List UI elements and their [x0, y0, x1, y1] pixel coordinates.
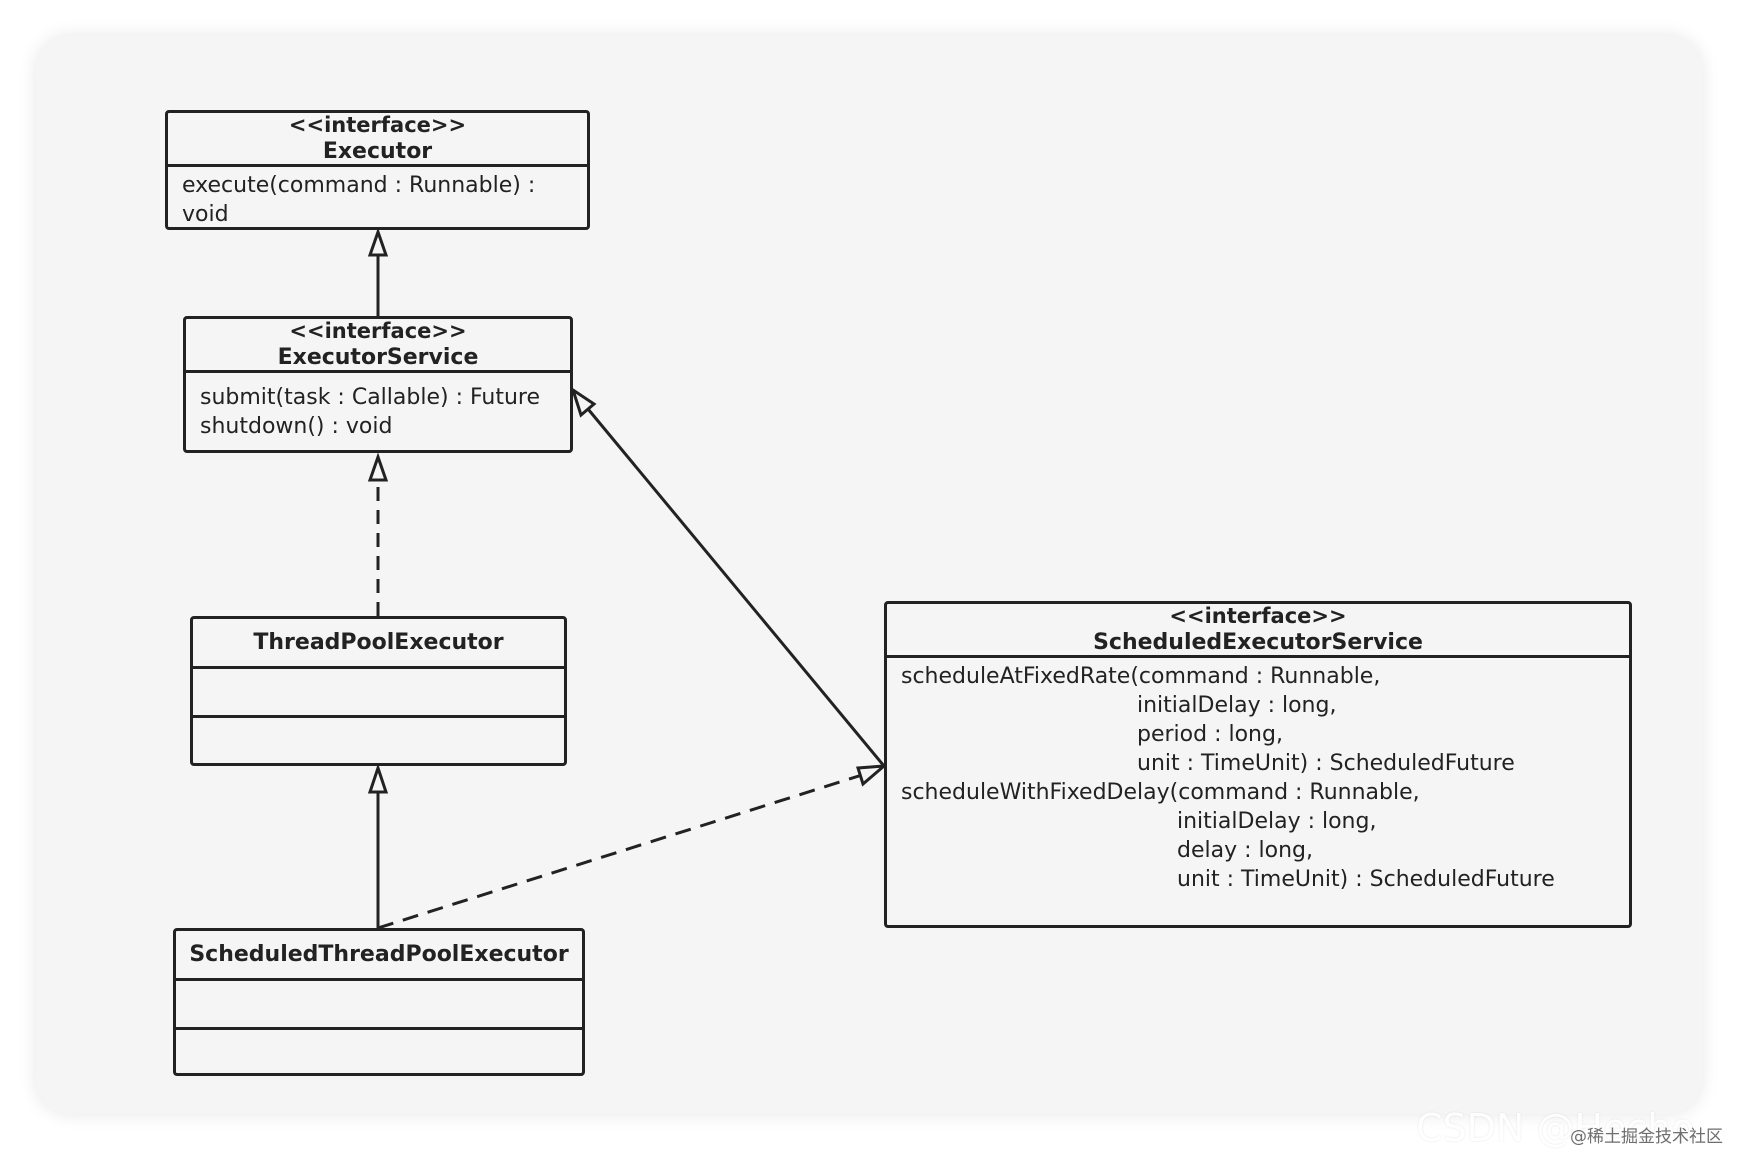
inheritance-arrowhead: [570, 386, 597, 418]
method-param-line: unit : TimeUnit) : ScheduledFuture: [1177, 867, 1555, 892]
class-name: ExecutorService: [277, 344, 479, 370]
class-name: Executor: [322, 138, 433, 164]
methods-compartment: [193, 718, 564, 763]
class-header: <<interface>> ExecutorService: [186, 319, 570, 373]
inheritance-arrowhead: [367, 227, 389, 257]
class-thread-pool-executor[interactable]: ThreadPoolExecutor: [190, 616, 567, 766]
method-line: scheduleAtFixedRate(command : Runnable,: [901, 664, 1381, 689]
method-line: execute(command : Runnable) :: [182, 173, 536, 198]
method-list: execute(command : Runnable) : void: [168, 167, 587, 233]
watermark-csdn: CSDN @Hecho: [1416, 1106, 1695, 1150]
method-line: submit(task : Callable) : Future: [200, 385, 541, 410]
class-header: ScheduledThreadPoolExecutor: [176, 931, 582, 981]
stereotype-label: <<interface>>: [288, 112, 467, 137]
methods-compartment: [176, 1030, 582, 1073]
class-header: <<interface>> ScheduledExecutorService: [887, 604, 1629, 658]
method-line: shutdown() : void: [200, 414, 393, 439]
method-list: submit(task : Callable) : Future shutdow…: [186, 373, 570, 445]
edge-scheduledthreadpoolexecutor-to-scheduledexecutorservice: [377, 773, 863, 930]
method-param-line: initialDelay : long,: [1177, 809, 1377, 834]
class-executor[interactable]: <<interface>> Executor execute(command :…: [165, 110, 590, 230]
attributes-compartment: [193, 669, 564, 718]
inheritance-arrowhead: [856, 764, 889, 787]
inheritance-arrowhead: [367, 763, 389, 794]
class-header: ThreadPoolExecutor: [193, 619, 564, 669]
class-header: <<interface>> Executor: [168, 113, 587, 167]
edge-scheduledexecutorservice-to-executorservice: [586, 408, 886, 767]
class-name: ScheduledThreadPoolExecutor: [189, 941, 569, 967]
class-name: ThreadPoolExecutor: [253, 629, 504, 655]
class-executor-service[interactable]: <<interface>> ExecutorService submit(tas…: [183, 316, 573, 453]
class-name: ScheduledExecutorService: [1093, 629, 1423, 655]
stereotype-label: <<interface>>: [289, 318, 467, 343]
class-scheduled-thread-pool-executor[interactable]: ScheduledThreadPoolExecutor: [173, 928, 585, 1076]
inheritance-arrowhead: [367, 452, 389, 482]
method-line: void: [182, 202, 229, 227]
attributes-compartment: [176, 981, 582, 1030]
method-param-line: initialDelay : long,: [1137, 693, 1337, 718]
class-scheduled-executor-service[interactable]: <<interface>> ScheduledExecutorService s…: [884, 601, 1632, 928]
method-list: scheduleAtFixedRate(command : Runnable, …: [887, 658, 1629, 898]
method-param-line: unit : TimeUnit) : ScheduledFuture: [1137, 751, 1515, 776]
method-param-line: period : long,: [1137, 722, 1283, 747]
method-line: scheduleWithFixedDelay(command : Runnabl…: [901, 780, 1420, 805]
stereotype-label: <<interface>>: [1169, 603, 1347, 628]
method-param-line: delay : long,: [1177, 838, 1313, 863]
watermark-juejin: @稀土掘金技术社区: [1570, 1127, 1723, 1147]
